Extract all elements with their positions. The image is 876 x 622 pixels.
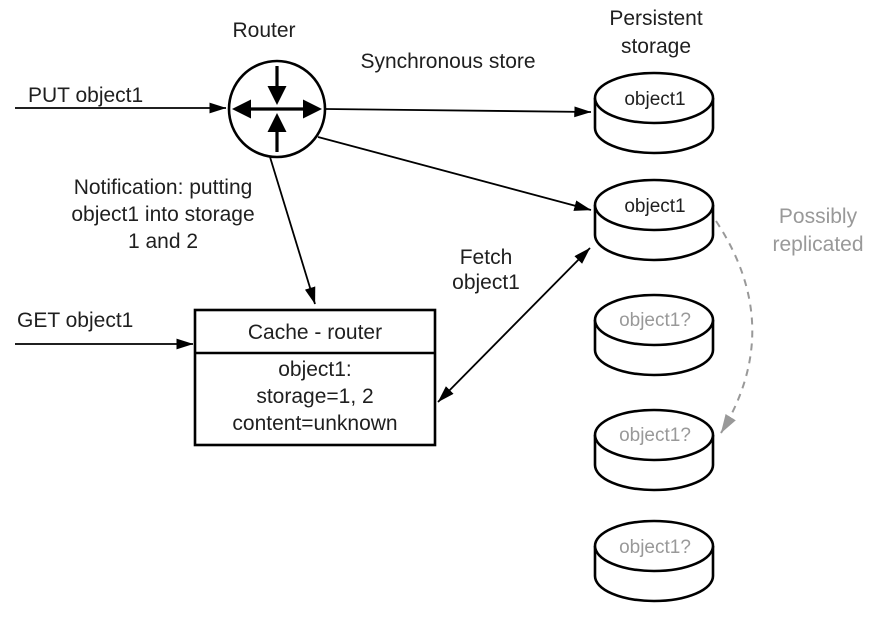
replication-dashed-arrow (715, 220, 754, 434)
cache-entry-storage: storage=1, 2 (256, 385, 374, 408)
storage-node-label-4: object1? (619, 425, 691, 446)
storage-node-label-1: object1 (624, 89, 686, 110)
storage-cylinder-3 (593, 293, 715, 377)
possibly-replicated-label: Possibly replicated (772, 203, 863, 259)
router-node (227, 59, 327, 159)
storage-node-label-5: object1? (619, 537, 691, 558)
fetch-label-line2: object1 (452, 271, 520, 294)
storage-node-label-3: object1? (619, 310, 691, 331)
persistent-storage-title-line2: storage (620, 35, 692, 58)
fetch-label-line1: Fetch (459, 246, 513, 269)
notification-label: Notification: putting object1 into stora… (71, 174, 254, 255)
possibly-replicated-line2: replicated (772, 233, 864, 256)
fetch-label: Fetch object1 (452, 245, 520, 295)
notification-arrow (269, 156, 316, 305)
synchronous-store-label: Synchronous store (360, 50, 536, 73)
storage-cylinder-4 (593, 408, 715, 492)
sync-store-arrow (325, 106, 592, 118)
storage-cylinder-2 (593, 178, 715, 262)
storage-cylinder-5 (593, 519, 715, 603)
router-icon (232, 66, 322, 152)
cache-box-body: object1: storage=1, 2 content=unknown (232, 356, 397, 437)
notification-label-line2: object1 into storage (71, 203, 255, 226)
notification-label-line3: 1 and 2 (127, 230, 199, 253)
get-label: GET object1 (17, 309, 134, 332)
possibly-replicated-line1: Possibly (778, 205, 858, 228)
storage-cylinder-1 (593, 71, 715, 155)
cache-box (193, 308, 437, 447)
fetch-arrow (437, 247, 591, 403)
cache-box-title: Cache - router (247, 321, 383, 344)
persistent-storage-title: Persistent storage (609, 5, 702, 61)
notification-label-line1: Notification: putting (73, 176, 253, 199)
persistent-storage-title-line1: Persistent (609, 7, 703, 30)
cache-entry-object: object1: (278, 358, 352, 381)
put-label: PUT object1 (28, 84, 144, 107)
router-to-storage2-arrow (317, 136, 592, 211)
cache-entry-content: content=unknown (232, 412, 398, 435)
storage-node-label-2: object1 (624, 196, 686, 217)
router-label: Router (232, 19, 296, 42)
